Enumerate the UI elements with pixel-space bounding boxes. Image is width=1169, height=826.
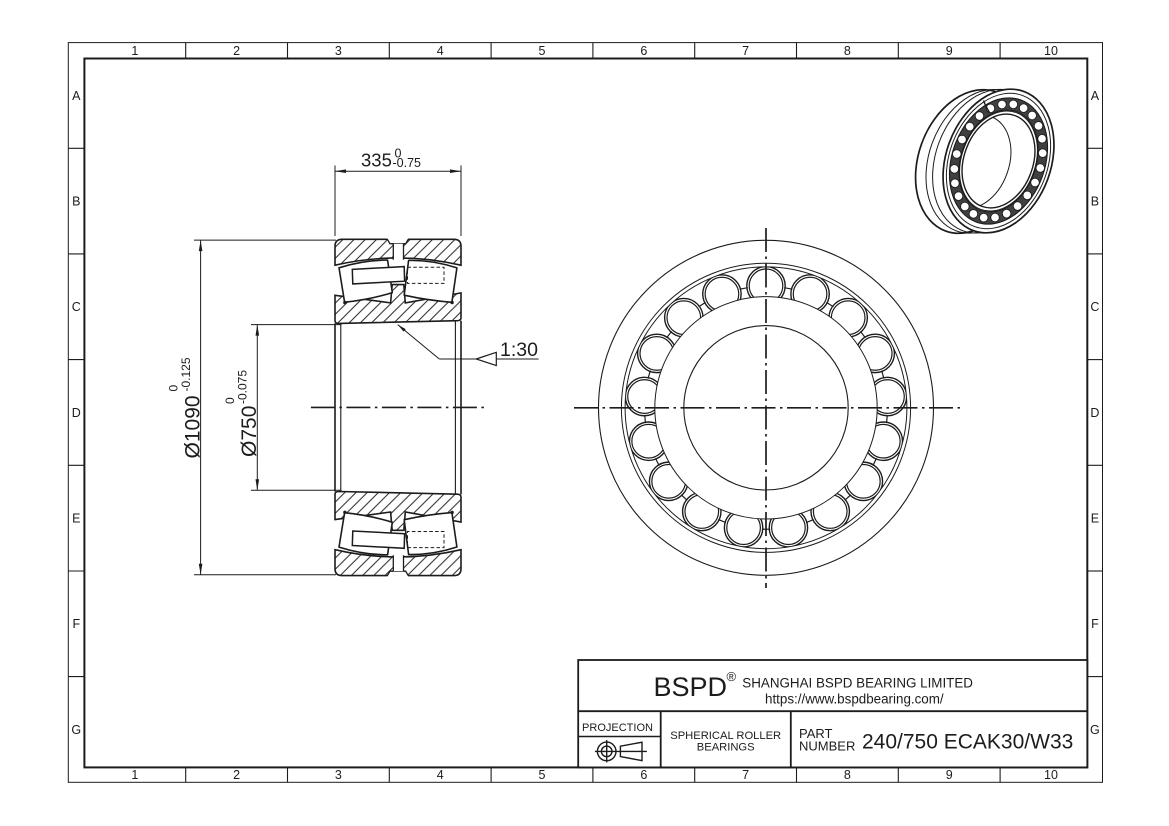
svg-text:NUMBER: NUMBER [799,738,855,753]
svg-text:9: 9 [946,44,953,58]
svg-text:PART: PART [799,726,833,741]
svg-text:D: D [72,406,81,420]
svg-text:BSPD: BSPD [654,672,728,702]
svg-text:335: 335 [361,149,392,170]
svg-text:C: C [72,300,81,314]
svg-text:G: G [71,723,81,737]
svg-text:F: F [72,617,80,631]
svg-text:B: B [1091,195,1099,209]
svg-text:-0.075: -0.075 [236,370,250,404]
svg-text:1:30: 1:30 [500,339,538,361]
svg-text:2: 2 [233,44,240,58]
svg-text:E: E [1091,512,1099,526]
svg-text:8: 8 [844,768,851,782]
svg-text:F: F [1091,617,1099,631]
svg-text:6: 6 [640,768,647,782]
svg-text:8: 8 [844,44,851,58]
svg-text:E: E [72,512,80,526]
svg-text:0: 0 [223,397,237,404]
svg-text:D: D [1090,406,1099,420]
svg-text:A: A [72,89,81,103]
svg-text:SHANGHAI BSPD BEARING LIMITED: SHANGHAI BSPD BEARING LIMITED [742,676,973,691]
svg-text:0: 0 [167,385,181,392]
svg-text:BEARINGS: BEARINGS [697,741,755,753]
svg-text:6: 6 [640,44,647,58]
svg-text:A: A [1091,89,1100,103]
svg-text:240/750 ECAK30/W33: 240/750 ECAK30/W33 [862,731,1073,754]
svg-text:3: 3 [335,768,342,782]
svg-text:5: 5 [539,44,546,58]
svg-text:1: 1 [131,768,138,782]
svg-text:https://www.bspdbearing.com/: https://www.bspdbearing.com/ [765,692,944,707]
svg-text:G: G [1090,723,1100,737]
svg-text:PROJECTION: PROJECTION [582,722,653,734]
svg-text:0: 0 [395,147,402,161]
svg-text:7: 7 [742,768,749,782]
svg-text:1: 1 [131,44,138,58]
svg-text:SPHERICAL ROLLER: SPHERICAL ROLLER [670,730,781,742]
svg-text:B: B [72,195,80,209]
svg-text:2: 2 [233,768,240,782]
svg-text:4: 4 [437,44,444,58]
svg-text:C: C [1090,300,1099,314]
svg-text:3: 3 [335,44,342,58]
svg-text:5: 5 [539,768,546,782]
svg-text:7: 7 [742,44,749,58]
svg-text:9: 9 [946,768,953,782]
svg-text:Ø1090: Ø1090 [182,395,205,458]
svg-text:-0.75: -0.75 [393,156,422,170]
svg-text:-0.125: -0.125 [179,357,193,391]
svg-text:®: ® [727,669,737,684]
svg-text:10: 10 [1044,768,1058,782]
svg-text:10: 10 [1044,44,1058,58]
svg-text:4: 4 [437,768,444,782]
svg-text:Ø750: Ø750 [238,406,261,457]
